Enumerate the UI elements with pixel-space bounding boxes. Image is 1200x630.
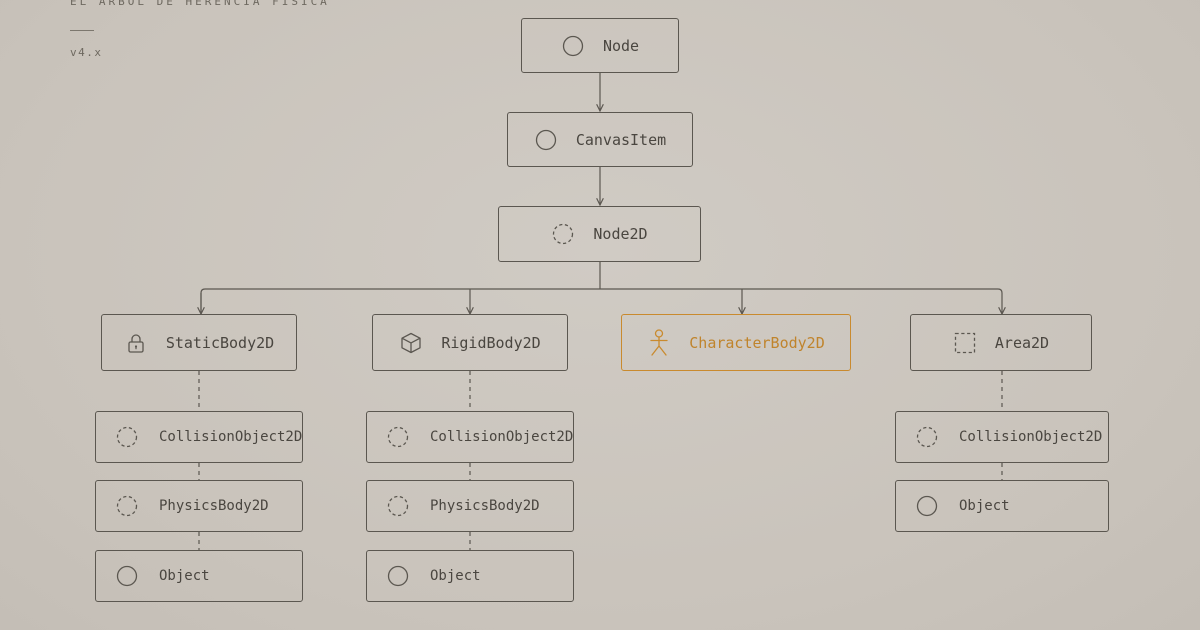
circle-icon [534,128,558,152]
node-staticbody2d: StaticBody2D [101,314,297,371]
circle-icon [561,34,585,58]
node-label: RigidBody2D [441,333,541,352]
node-node: Node [521,18,679,73]
node-label: Object [159,568,210,584]
node-label: Node [602,36,640,55]
dashed-circle-icon [386,425,410,449]
cube-icon [399,331,423,355]
node-label: PhysicsBody2D [159,498,269,514]
node-label: CollisionObject2D [430,429,574,445]
node-rigid-collisionobject2d: CollisionObject2D [366,411,574,463]
version-label: v4.x [70,46,103,59]
node-rigidbody2d: RigidBody2D [372,314,568,371]
node-area-object: Object [895,480,1109,532]
circle-icon [915,494,939,518]
node-label: CanvasItem [575,130,667,149]
node-static-collisionobject2d: CollisionObject2D [95,411,303,463]
lock-icon [124,331,148,355]
stick-figure-icon [647,328,671,356]
node-label: CollisionObject2D [959,429,1103,445]
node-static-physicsbody2d: PhysicsBody2D [95,480,303,532]
dashed-square-icon [953,331,977,355]
node-rigid-physicsbody2d: PhysicsBody2D [366,480,574,532]
node-characterbody2d: CharacterBody2D [621,314,851,371]
circle-icon [386,564,410,588]
dashed-circle-icon [115,425,139,449]
node-label: Node2D [593,225,648,243]
node-node2d: Node2D [498,206,701,262]
node-label: Object [430,568,481,584]
node-rigid-object: Object [366,550,574,602]
node-area2d: Area2D [910,314,1092,371]
node-label: Area2D [994,333,1050,352]
node-label: CharacterBody2D [689,333,825,352]
edge-bus [200,288,1002,314]
node-label: Object [959,498,1010,514]
circle-icon [115,564,139,588]
title-rule [70,30,94,31]
node-label: PhysicsBody2D [430,498,540,514]
node-label: StaticBody2D [165,333,275,352]
node-canvasitem: CanvasItem [507,112,693,167]
node-static-object: Object [95,550,303,602]
node-area-collisionobject2d: CollisionObject2D [895,411,1109,463]
dashed-circle-icon [115,494,139,518]
dashed-circle-icon [551,222,575,246]
dashed-circle-icon [915,425,939,449]
dashed-circle-icon [386,494,410,518]
diagram-title: EL ÁRBOL DE HERENCIA FÍSICA [70,0,330,8]
node-label: CollisionObject2D [159,429,303,445]
